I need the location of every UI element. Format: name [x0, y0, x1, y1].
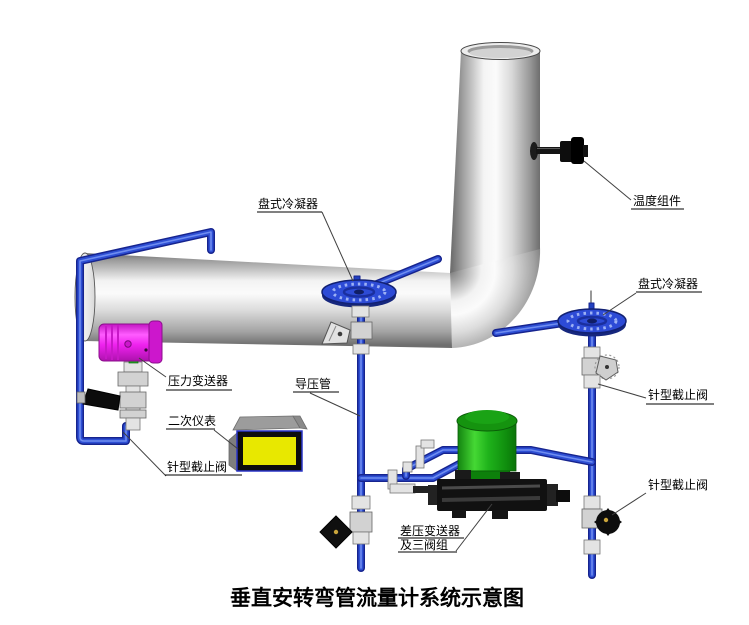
disc-condenser-left [321, 279, 397, 308]
label-temperature-element: 温度组件 [633, 193, 681, 208]
label-secondary-instrument: 二次仪表 [168, 414, 216, 428]
diagram-title: 垂直安转弯管流量计系统示意图 [230, 585, 524, 610]
manifold-inlet-fittings [387, 439, 435, 494]
three-valve-manifold [428, 470, 570, 519]
label-disc-condenser-right: 盘式冷凝器 [638, 276, 698, 291]
leader-lines [122, 160, 647, 552]
label-dp-transmitter-line2: 及三阀组 [400, 538, 448, 552]
needle-valve-right-lower [581, 495, 622, 555]
label-disc-condenser-left: 盘式冷凝器 [258, 196, 318, 211]
disc-condenser-right [557, 308, 627, 337]
leader-needle-valve-left [122, 431, 167, 477]
dp-transmitter [456, 410, 518, 488]
leader-disc-condenser-right [602, 292, 637, 316]
leader-needle-valve-right-lower [611, 492, 647, 516]
leader-temperature-element [583, 160, 632, 201]
impulse-line-right-tap [492, 290, 595, 337]
impulse-line-pressure-tap [76, 228, 215, 445]
leader-needle-valve-right-upper [597, 383, 647, 399]
labels: 盘式冷凝器 温度组件 盘式冷凝器 压力变送器 导压管 二次仪表 针型截止阀 针型… [165, 193, 714, 553]
label-needle-valve-left: 针型截止阀 [167, 459, 227, 474]
leader-impulse-pipe [309, 392, 361, 417]
main-pipe-elbow [74, 42, 541, 348]
leader-disc-condenser-left [321, 211, 354, 282]
valve-left-impulse-lower [319, 495, 373, 549]
secondary-instrument [228, 415, 308, 472]
needle-valve-right-upper [581, 346, 620, 389]
pipe-bend-section [450, 247, 541, 348]
leader-secondary-instrument [213, 429, 239, 450]
pressure-transmitter [76, 320, 163, 431]
pipe-vertical-section [450, 51, 540, 273]
label-needle-valve-right-lower: 针型截止阀 [648, 477, 708, 492]
leader-pressure-transmitter [138, 357, 167, 378]
pipe-top-opening [460, 42, 541, 60]
temperature-element [530, 137, 588, 164]
needle-valve-left [76, 388, 147, 411]
leader-dp-transmitter [455, 503, 493, 552]
label-pressure-transmitter: 压力变送器 [168, 373, 228, 388]
label-dp-transmitter-line1: 差压变送器 [400, 523, 460, 538]
label-needle-valve-right-upper: 针型截止阀 [648, 387, 708, 402]
label-impulse-pipe: 导压管 [295, 376, 331, 391]
valve-left-impulse-upper [321, 305, 373, 355]
pressure-transmitter-body [98, 320, 163, 364]
